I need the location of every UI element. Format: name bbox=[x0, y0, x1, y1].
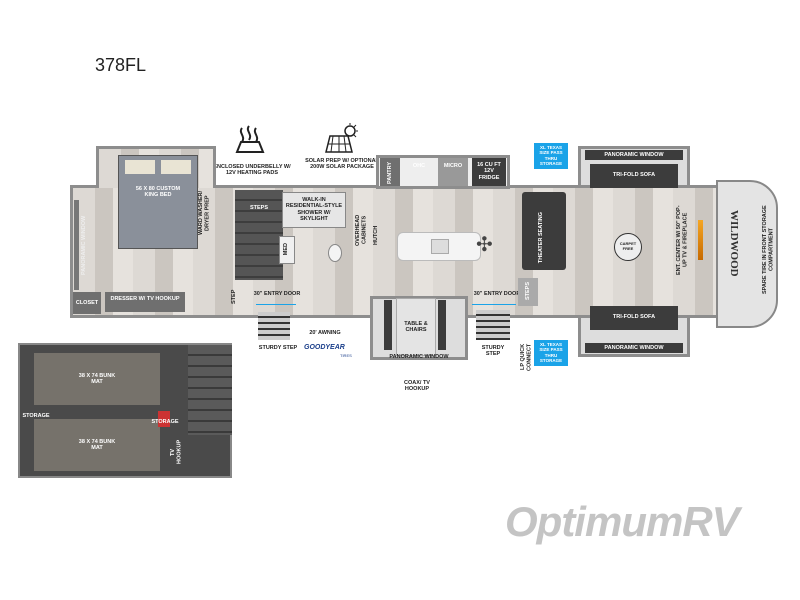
shower: WALK-IN RESIDENTIAL-STYLE SHOWER W/ SKYL… bbox=[282, 192, 346, 228]
micro-label: MICRO bbox=[443, 163, 463, 169]
king-bed: 56 X 80 CUSTOM KING BED bbox=[118, 155, 198, 249]
awning-label: 20' AWNING bbox=[309, 330, 341, 336]
bed-label: 56 X 80 CUSTOM KING BED bbox=[135, 186, 181, 199]
entry-rear-label: 30" ENTRY DOOR bbox=[253, 291, 301, 297]
steps-front-label: STEPS bbox=[525, 282, 531, 301]
pano-top-label: PANORAMIC WINDOW bbox=[604, 152, 664, 158]
sturdy-rear-label: STURDY STEP bbox=[258, 345, 298, 351]
table-label: TABLE & CHAIRS bbox=[404, 321, 428, 334]
toilet bbox=[328, 244, 342, 262]
spare-tire-label: SPARE TIRE IN FRONT STORAGE COMPARTMENT bbox=[762, 205, 775, 295]
bunk-stairs bbox=[188, 345, 232, 435]
storage-right-label: STORAGE bbox=[151, 419, 179, 425]
rear-entry-steps bbox=[258, 312, 290, 340]
tires-label: TIRES bbox=[340, 353, 352, 358]
bunk-mat-bottom: 38 X 74 BUNK MAT bbox=[34, 419, 160, 471]
fridge-label: 16 CU FT 12V FRIDGE bbox=[477, 162, 501, 181]
goodyear-logo: GOODYEAR bbox=[304, 344, 345, 351]
dresser-label: DRESSER W/ TV HOOKUP bbox=[110, 296, 180, 302]
theater-label: THEATER SEATING bbox=[538, 212, 544, 264]
dresser: DRESSER W/ TV HOOKUP bbox=[105, 292, 185, 312]
bunk-mat-top: 38 X 74 BUNK MAT bbox=[34, 353, 160, 405]
ent-center-label: ENT. CENTER W/ 50" POP-UP TV & FIREPLACE bbox=[676, 205, 689, 275]
rear-window bbox=[74, 200, 79, 290]
stairs bbox=[235, 190, 283, 280]
sofa-top-label: TRI-FOLD SOFA bbox=[612, 172, 656, 178]
kitchen-island bbox=[397, 232, 481, 261]
rear-door-line bbox=[256, 304, 296, 305]
closet: CLOSET bbox=[73, 292, 101, 314]
tv-hookup-label: TV HOOKUP bbox=[170, 439, 183, 465]
bunk-mat-bottom-label: 38 X 74 BUNK MAT bbox=[78, 439, 116, 452]
carpet-free-label: CARPET FREE bbox=[619, 241, 637, 251]
pano-bottom-label: PANORAMIC WINDOW bbox=[604, 345, 664, 351]
solar-label: SOLAR PREP W/ OPTIONAL 200W SOLAR PACKAG… bbox=[305, 158, 379, 171]
pantry-label: PANTRY bbox=[387, 162, 393, 184]
lp-label: LP QUICK CONNECT bbox=[520, 343, 533, 371]
solar-panel-icon bbox=[322, 122, 360, 154]
floorplan-title: 378FL bbox=[95, 55, 147, 75]
sturdy-front-label: STURDY STEP bbox=[481, 345, 505, 358]
theater-seating: THEATER SEATING bbox=[522, 192, 566, 270]
front-steps: STEPS bbox=[518, 278, 538, 306]
storage-callout-top: XL TEXAS SIZE PASS THRU STORAGE bbox=[534, 143, 568, 169]
pantry: PANTRY bbox=[380, 158, 400, 186]
pano-rear-label: PANORAMIC WINDOW bbox=[81, 215, 87, 275]
shower-label: WALK-IN RESIDENTIAL-STYLE SHOWER W/ SKYL… bbox=[285, 197, 343, 222]
storage-left-label: STORAGE bbox=[22, 413, 50, 419]
closet-label: CLOSET bbox=[75, 300, 99, 306]
steps-label: STEPS bbox=[249, 205, 269, 211]
sofa-top: TRI-FOLD SOFA bbox=[590, 164, 678, 188]
overhead-label: OVERHEAD CABINETS bbox=[355, 214, 368, 246]
ohc-label: OHC bbox=[412, 163, 426, 169]
fridge: 16 CU FT 12V FRIDGE bbox=[472, 158, 506, 186]
ceiling-fan-icon: ✣ bbox=[476, 234, 493, 256]
storage-callout-bottom: XL TEXAS SIZE PASS THRU STORAGE bbox=[534, 340, 568, 366]
hutch-label: HUTCH bbox=[373, 225, 379, 245]
microwave: MICRO bbox=[438, 158, 468, 186]
chair bbox=[438, 300, 446, 350]
front-entry-steps bbox=[476, 310, 510, 340]
chair bbox=[384, 300, 392, 350]
ward-label: WARD WASHER/ DRYER PREP bbox=[198, 191, 211, 235]
med-label: MED bbox=[283, 243, 289, 256]
front-cap bbox=[716, 180, 778, 328]
wildwood-logo: WILDWOOD bbox=[728, 210, 740, 277]
sofa-bottom-label: TRI-FOLD SOFA bbox=[612, 314, 656, 320]
dinette-table: TABLE & CHAIRS bbox=[396, 298, 436, 356]
carpet-free-badge: CARPET FREE bbox=[614, 233, 642, 261]
pano-bottom-window: PANORAMIC WINDOW bbox=[585, 343, 683, 353]
sink bbox=[431, 239, 449, 254]
heat-waves-icon bbox=[232, 124, 268, 154]
pano-dinette-label: PANORAMIC WINDOW bbox=[389, 354, 449, 360]
underbelly-label: ENCLOSED UNDERBELLY W/ 12V HEATING PADS bbox=[213, 164, 291, 177]
coax-label: COAX/ TV HOOKUP bbox=[404, 380, 430, 393]
fireplace bbox=[698, 220, 703, 260]
bunk-room: 38 X 74 BUNK MAT 38 X 74 BUNK MAT STORAG… bbox=[18, 343, 232, 478]
optimumrv-watermark: OptimumRV bbox=[505, 498, 740, 545]
pano-top-window: PANORAMIC WINDOW bbox=[585, 150, 683, 160]
front-door-line bbox=[472, 304, 516, 305]
sofa-bottom: TRI-FOLD SOFA bbox=[590, 306, 678, 330]
entry-front-label: 30" ENTRY DOOR bbox=[473, 291, 521, 297]
red-storage bbox=[158, 411, 170, 427]
step-label: STEP bbox=[231, 289, 237, 305]
bunk-mat-top-label: 38 X 74 BUNK MAT bbox=[78, 373, 116, 386]
med-cabinet: MED bbox=[279, 236, 295, 264]
